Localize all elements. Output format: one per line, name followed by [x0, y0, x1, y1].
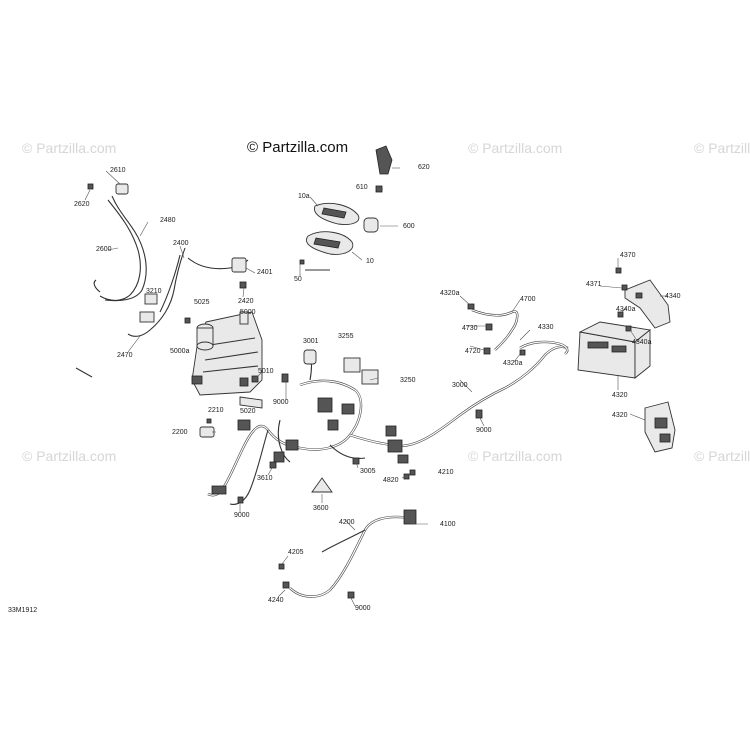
connector-3210[interactable] — [139, 293, 158, 323]
callout-5000a[interactable]: 5000a — [170, 348, 190, 355]
holder-4320[interactable] — [644, 401, 676, 453]
part-50[interactable] — [299, 259, 330, 271]
connector-4100[interactable] — [403, 509, 417, 525]
bolt-5025[interactable] — [184, 317, 191, 324]
part-4320a[interactable] — [467, 303, 526, 356]
leader-lines — [84, 167, 668, 607]
callout-610[interactable]: 610 — [356, 184, 368, 191]
callout-5020[interactable]: 5020 — [240, 408, 256, 415]
connector-2401[interactable] — [231, 257, 247, 289]
parts-4205-4240[interactable] — [278, 563, 290, 589]
harness-4700[interactable] — [471, 308, 519, 351]
callout-600[interactable]: 600 — [403, 223, 415, 230]
watermark: © Partzilla.com — [694, 448, 750, 464]
connector-2610[interactable] — [87, 183, 129, 195]
battery-4320[interactable] — [577, 321, 652, 379]
callout-3000[interactable]: 3000 — [452, 382, 468, 389]
canister-5000a[interactable] — [196, 323, 214, 351]
fuse-3001[interactable] — [303, 349, 317, 365]
callout-4200[interactable]: 4200 — [339, 519, 355, 526]
callout-10[interactable]: 10 — [366, 258, 374, 265]
sensor-2200[interactable] — [199, 418, 215, 438]
cable-4330[interactable] — [519, 340, 569, 355]
connectors-3000[interactable] — [211, 397, 409, 495]
cover-3600[interactable] — [311, 477, 333, 493]
watermark: © Partzilla.com — [694, 140, 750, 156]
callout-3210[interactable]: 3210 — [146, 288, 162, 295]
callout-4330[interactable]: 4330 — [538, 324, 554, 331]
bracket-5020[interactable] — [239, 375, 263, 409]
callout-4340a[interactable]: 4340a — [632, 339, 652, 346]
watermark: © Partzilla.com — [22, 448, 117, 464]
callout-3001[interactable]: 3001 — [303, 338, 319, 345]
relay-3255[interactable] — [343, 357, 361, 373]
bracket-4340[interactable] — [624, 279, 671, 329]
brand-title: © Partzilla.com — [247, 139, 349, 156]
callout-2420[interactable]: 2420 — [238, 298, 254, 305]
watermark: © Partzilla.com — [22, 140, 117, 156]
callout-4730[interactable]: 4730 — [462, 325, 478, 332]
callout-4820[interactable]: 4820 — [383, 477, 399, 484]
callout-4340a[interactable]: 4340a — [616, 306, 636, 313]
callout-9000[interactable]: 9000 — [234, 512, 250, 519]
fuse-3005[interactable] — [352, 457, 360, 465]
part-10[interactable] — [306, 231, 354, 255]
callout-2401[interactable]: 2401 — [257, 269, 273, 276]
callout-2200[interactable]: 2200 — [172, 429, 188, 436]
parts-4370-4371[interactable] — [615, 267, 632, 332]
callout-4700[interactable]: 4700 — [520, 296, 536, 303]
callout-2480[interactable]: 2480 — [160, 217, 176, 224]
callout-4240[interactable]: 4240 — [268, 597, 284, 604]
callout-4100[interactable]: 4100 — [440, 521, 456, 528]
callout-2610[interactable]: 2610 — [110, 167, 126, 174]
callout-2400[interactable]: 2400 — [173, 240, 189, 247]
part-3610[interactable] — [269, 461, 277, 469]
callout-9000[interactable]: 9000 — [273, 399, 289, 406]
callout-4210[interactable]: 4210 — [438, 469, 454, 476]
callout-3005[interactable]: 3005 — [360, 468, 376, 475]
callout-9000[interactable]: 9000 — [355, 605, 371, 612]
harness-4200[interactable] — [289, 515, 411, 598]
callout-4370[interactable]: 4370 — [620, 252, 636, 259]
callout-4320a[interactable]: 4320a — [440, 290, 460, 297]
callout-2470[interactable]: 2470 — [117, 352, 133, 359]
diagram-code: 33M1912 — [8, 607, 38, 614]
callout-4205[interactable]: 4205 — [288, 549, 304, 556]
relay-3250[interactable] — [361, 369, 379, 385]
harness-2480[interactable] — [93, 195, 147, 302]
callout-3610[interactable]: 3610 — [257, 475, 273, 482]
callout-9000[interactable]: 9000 — [476, 427, 492, 434]
callout-3250[interactable]: 3250 — [400, 377, 416, 384]
part-600[interactable] — [363, 217, 379, 233]
callout-4320[interactable]: 4320 — [612, 392, 628, 399]
callout-2620[interactable]: 2620 — [74, 201, 90, 208]
callout-620[interactable]: 620 — [418, 164, 430, 171]
callout-4340[interactable]: 4340 — [665, 293, 681, 300]
callout-3600[interactable]: 3600 — [313, 505, 329, 512]
callout-10a[interactable]: 10a — [298, 193, 310, 200]
callout-2210[interactable]: 2210 — [208, 407, 224, 414]
callout-5010[interactable]: 5010 — [258, 368, 274, 375]
callout-4320[interactable]: 4320 — [612, 412, 628, 419]
part-10a[interactable] — [314, 203, 360, 225]
part-620[interactable] — [375, 145, 393, 175]
callout-4720[interactable]: 4720 — [465, 348, 481, 355]
parts-4730-4720[interactable] — [483, 323, 493, 355]
callout-2600[interactable]: 2600 — [96, 246, 112, 253]
callout-5025[interactable]: 5025 — [194, 299, 210, 306]
watermark: © Partzilla.com — [468, 140, 563, 156]
callout-4320a[interactable]: 4320a — [503, 360, 523, 367]
callout-50[interactable]: 50 — [294, 276, 302, 283]
part-4210[interactable] — [403, 469, 416, 480]
watermark: © Partzilla.com — [468, 448, 563, 464]
callout-3255[interactable]: 3255 — [338, 333, 354, 340]
clips-9000[interactable] — [237, 373, 483, 599]
callout-4371[interactable]: 4371 — [586, 281, 602, 288]
callout-5000[interactable]: 5000 — [240, 309, 256, 316]
